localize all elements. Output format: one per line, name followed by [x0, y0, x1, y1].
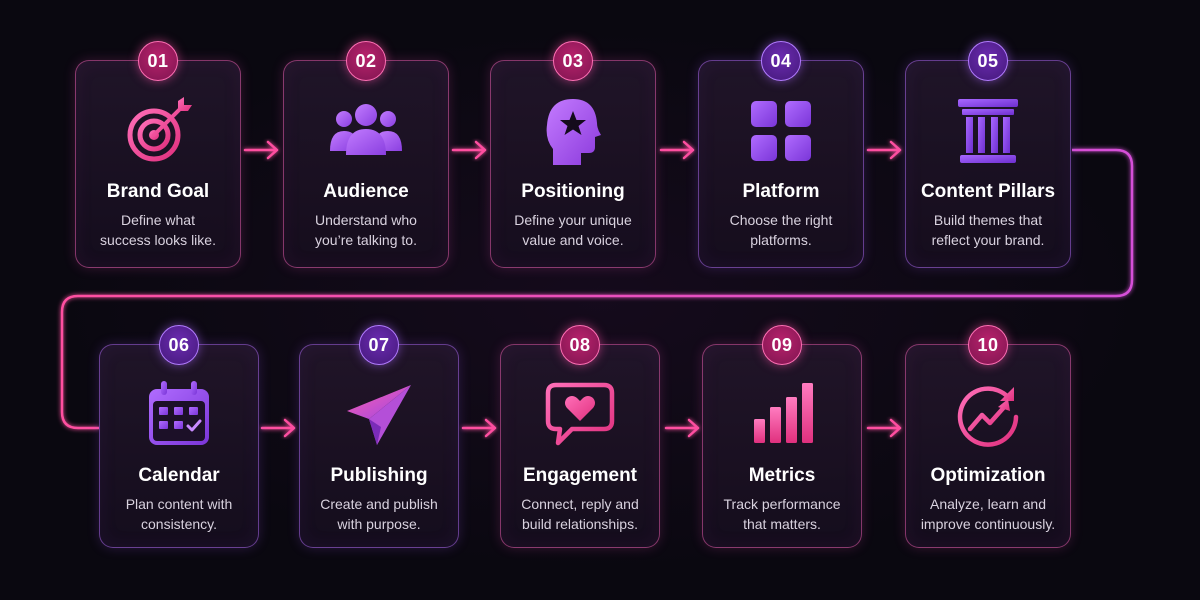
step-number-badge: 08	[560, 325, 600, 365]
step-description-line: build relationships.	[522, 516, 638, 532]
step-number-badge: 09	[762, 325, 802, 365]
flow-arrow	[451, 140, 487, 160]
flow-arrow	[659, 140, 695, 160]
step-card-metrics: 09 Metrics Track performance that matter…	[702, 325, 862, 548]
step-title: Calendar	[138, 465, 220, 486]
flow-arrow	[243, 140, 279, 160]
step-description-line: Understand who	[315, 212, 417, 228]
step-description-line: Connect, reply and	[521, 496, 639, 512]
growth-cycle-icon	[950, 377, 1026, 453]
step-title: Metrics	[748, 465, 816, 486]
grid-squares-icon	[743, 93, 819, 169]
step-description-line: consistency.	[141, 516, 217, 532]
step-number-badge: 01	[138, 41, 178, 81]
step-card-calendar: 06 Calendar Plan c	[99, 325, 259, 548]
step-description-line: you’re talking to.	[315, 232, 417, 248]
step-description-line: value and voice.	[522, 232, 624, 248]
step-description-line: Define your unique	[514, 212, 632, 228]
step-card-platform: 04 Platform Choose the right platforms.	[698, 41, 864, 268]
step-title: Brand Goal	[106, 181, 210, 202]
bar-chart-icon	[744, 377, 820, 453]
pillar-icon	[950, 93, 1026, 169]
chat-heart-icon	[542, 377, 618, 453]
step-card-optimization: 10 Optimization Analyze, learn and impro…	[905, 325, 1071, 548]
step-description-line: reflect your brand.	[931, 232, 1045, 248]
step-description: Understand who you’re talking to.	[290, 210, 442, 250]
step-card-engagement: 08 Engagement Connect, reply and build r…	[500, 325, 660, 548]
paper-plane-icon	[341, 377, 417, 453]
step-description-line: that matters.	[743, 516, 821, 532]
flow-arrow	[461, 418, 497, 438]
step-description-line: with purpose.	[337, 516, 421, 532]
step-title: Positioning	[521, 181, 625, 202]
step-number-badge: 06	[159, 325, 199, 365]
step-card-content-pillars: 05 Content Pillars Build themes that re	[905, 41, 1071, 268]
step-description: Connect, reply and build relationships.	[507, 494, 653, 534]
step-description: Create and publish with purpose.	[306, 494, 452, 534]
step-card-brand-goal: 01 Brand Goal Define what success looks …	[75, 41, 241, 268]
head-star-icon	[535, 93, 611, 169]
step-card-publishing: 07 Publishing Create and publish with pu…	[299, 325, 459, 548]
flow-arrow	[866, 418, 902, 438]
step-description-line: improve continuously.	[920, 516, 1056, 532]
people-group-icon	[328, 93, 404, 169]
step-description-line: Build themes that	[933, 212, 1043, 228]
flow-arrow	[260, 418, 296, 438]
step-number-badge: 07	[359, 325, 399, 365]
step-number-badge: 04	[761, 41, 801, 81]
step-description-line: Plan content with	[125, 496, 233, 512]
step-number-badge: 02	[346, 41, 386, 81]
step-description-line: Analyze, learn and	[930, 496, 1046, 512]
step-title: Optimization	[930, 465, 1046, 486]
calendar-icon	[141, 377, 217, 453]
step-description: Choose the right platforms.	[705, 210, 857, 250]
step-number-badge: 05	[968, 41, 1008, 81]
flow-arrow	[664, 418, 700, 438]
step-description-line: Define what	[121, 212, 195, 228]
step-title: Platform	[742, 181, 820, 202]
step-title: Audience	[323, 181, 409, 202]
step-title: Content Pillars	[920, 181, 1056, 202]
step-description: Track performance that matters.	[709, 494, 855, 534]
step-description-line: success looks like.	[100, 232, 216, 248]
step-card-audience: 02 Audience Understand who you’re talkin…	[283, 41, 449, 268]
step-card-positioning: 03 Positioning Define your unique value …	[490, 41, 656, 268]
step-description: Define your unique value and voice.	[497, 210, 649, 250]
step-description-line: Track performance	[723, 496, 841, 512]
step-title: Engagement	[522, 465, 638, 486]
step-description: Define what success looks like.	[82, 210, 234, 250]
step-number-badge: 03	[553, 41, 593, 81]
step-description: Plan content with consistency.	[106, 494, 252, 534]
flow-arrow	[866, 140, 902, 160]
target-arrow-icon	[120, 93, 196, 169]
step-title: Publishing	[330, 465, 428, 486]
step-description: Analyze, learn and improve continuously.	[912, 494, 1064, 534]
step-number-badge: 10	[968, 325, 1008, 365]
step-description-line: platforms.	[750, 232, 812, 248]
step-description: Build themes that reflect your brand.	[912, 210, 1064, 250]
step-description-line: Create and publish	[320, 496, 438, 512]
step-description-line: Choose the right	[729, 212, 833, 228]
